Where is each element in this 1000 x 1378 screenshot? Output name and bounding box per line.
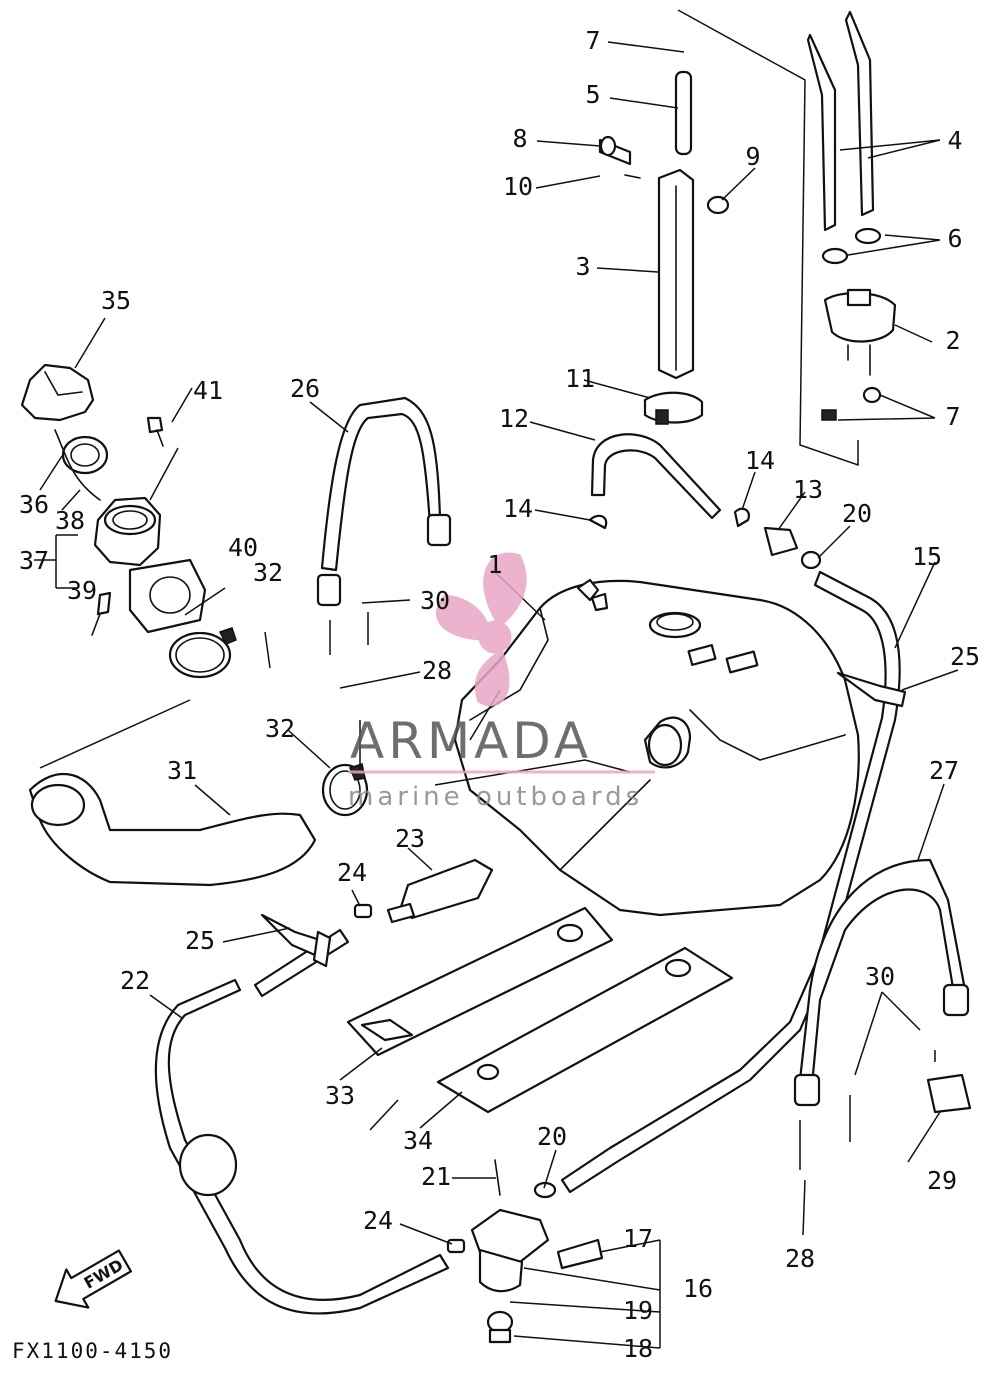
callout-36: 36 [19,490,49,519]
callout-21: 21 [421,1162,451,1191]
propeller-blade [483,552,527,626]
callout-26: 26 [290,374,320,403]
callout-7b: 7 [945,402,960,431]
callout-32: 32 [253,558,283,587]
fuel-filter [353,507,822,1344]
pump-assembly [598,10,897,425]
callout-25: 25 [950,642,980,671]
callout-39: 39 [67,576,97,605]
fuel-tank [453,578,860,917]
diagram-code: FX1100-4150 [12,1339,173,1363]
callout-23: 23 [395,824,425,853]
propeller-blade [474,649,510,707]
armada-watermark: ARMADA marine outboards [348,552,655,812]
callout-14: 14 [745,446,775,475]
watermark-brand: ARMADA [350,712,592,770]
callout-34: 34 [403,1126,433,1155]
callout-22: 22 [120,966,150,995]
hose-clamps [260,671,907,968]
callout-31: 31 [167,756,197,785]
leader-lines [34,9,959,1349]
forward-arrow: FWD [54,1249,133,1309]
callout-13: 13 [793,475,823,504]
callout-4: 4 [947,126,962,155]
callout-12: 12 [499,404,529,433]
callout-5: 5 [585,80,600,109]
callout-16: 16 [683,1274,713,1303]
callout-18: 18 [623,1334,653,1363]
callout-3: 3 [575,252,590,281]
callout-20: 20 [842,499,872,528]
callout-25b: 25 [185,926,215,955]
callout-11: 11 [565,364,595,393]
callout-28: 28 [422,656,452,685]
callout-10: 10 [503,172,533,201]
callout-14b: 14 [503,494,533,523]
callout-32b: 32 [265,714,295,743]
callout-20b: 20 [537,1122,567,1151]
callout-37: 37 [19,546,49,575]
callout-38: 38 [55,506,85,535]
callout-24b: 24 [363,1206,393,1235]
callout-7: 7 [585,26,600,55]
callout-labels: 7 5 8 9 10 3 4 6 2 7 11 12 14 13 14 20 1… [19,26,980,1363]
callout-28b: 28 [785,1244,815,1273]
callout-2: 2 [945,326,960,355]
watermark-tagline: marine outboards [348,782,643,812]
propeller-blade [435,594,491,641]
callout-30: 30 [420,586,450,615]
callout-30b: 30 [865,962,895,991]
callout-15: 15 [912,542,942,571]
filler-cap-assembly [20,363,237,679]
callout-27: 27 [929,756,959,785]
callout-24: 24 [337,858,367,887]
callout-29: 29 [927,1166,957,1195]
callout-17: 17 [623,1224,653,1253]
callout-35: 35 [101,286,131,315]
propeller-logo [435,552,527,707]
propeller-hub [478,620,512,654]
callout-6: 6 [947,224,962,253]
callout-40: 40 [228,533,258,562]
callout-19: 19 [623,1296,653,1325]
callout-41: 41 [193,376,223,405]
rubber-pads [346,906,734,1114]
callout-8: 8 [512,124,527,153]
filler-hose [28,763,369,887]
callout-9: 9 [745,142,760,171]
callout-1: 1 [487,550,502,579]
callout-33: 33 [325,1081,355,1110]
